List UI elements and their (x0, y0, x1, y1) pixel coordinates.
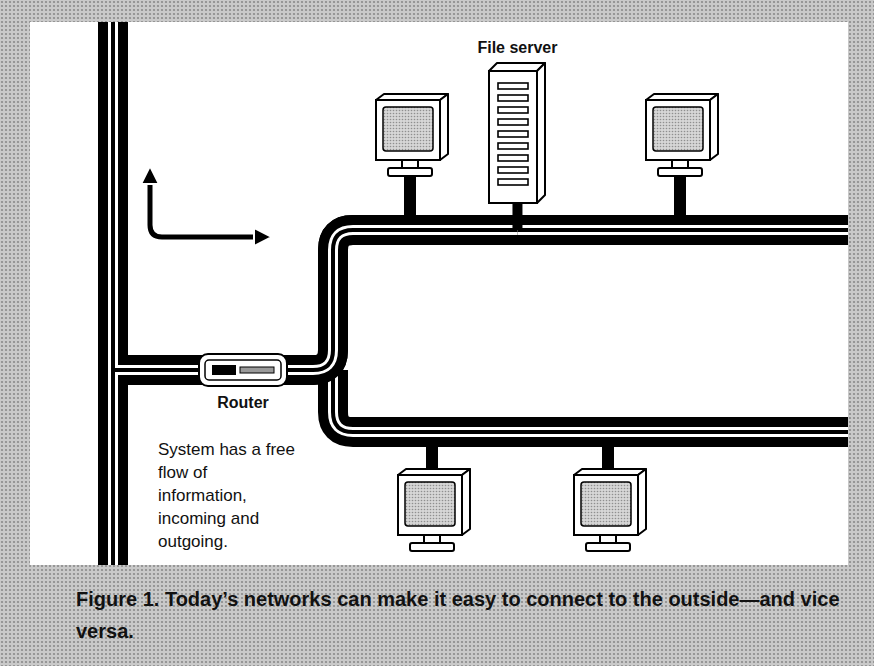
flow-arrow (141, 166, 272, 246)
workstation-icon (574, 443, 646, 551)
router-box: Router (198, 353, 288, 413)
server-tower (488, 62, 546, 204)
figure-caption: Figure 1. Today’s networks can make it e… (76, 583, 856, 647)
note-text: System has a free flow of information, i… (158, 438, 300, 553)
white-panel (30, 22, 848, 565)
workstation-icon (398, 443, 470, 551)
network-cable (288, 204, 517, 370)
workstation-icon (376, 94, 448, 216)
router-device (198, 353, 288, 387)
workstation-icon (646, 94, 718, 216)
node-label: Router (215, 393, 271, 413)
node-label: File server (475, 38, 559, 58)
network-pipes (113, 22, 848, 565)
file-server: File server (472, 38, 563, 204)
